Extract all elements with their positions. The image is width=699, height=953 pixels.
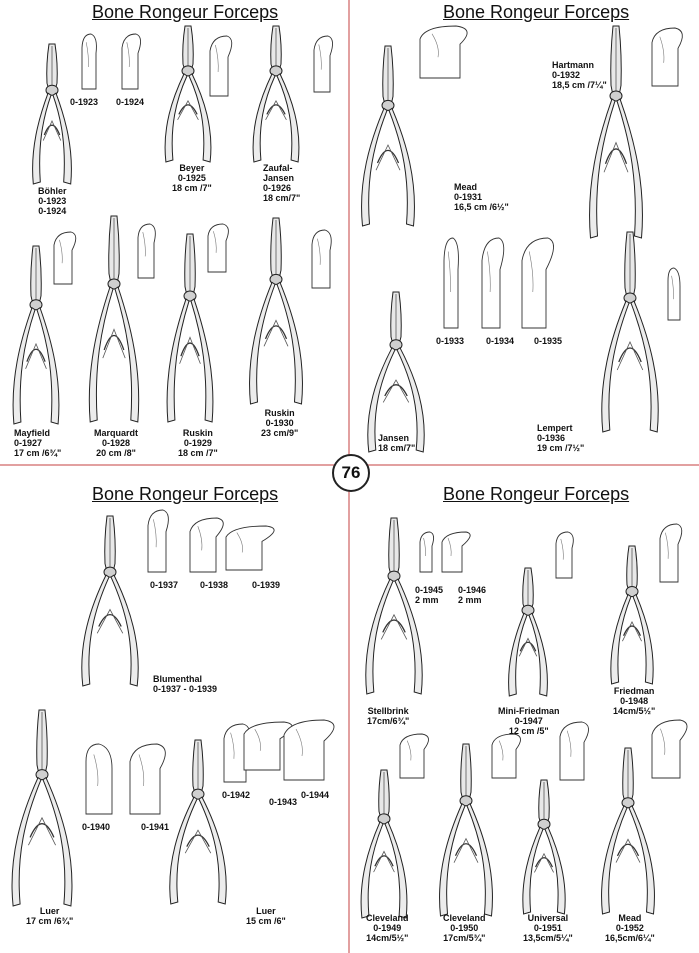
label-0-1941-tip: 0-1941 [141,822,170,832]
label-0-1935-tip: 0-1935 [534,336,563,346]
forceps-lempert [601,231,659,433]
tip-0-1951 [559,721,589,781]
panel-title-bottom-left: Bone Rongeur Forceps [92,484,279,504]
label-0-1924-tip: 0-1924 [116,97,145,107]
tip-0-1939 [225,525,275,571]
tip-0-1938 [189,517,224,573]
forceps-beyer [164,25,212,163]
label-0-1940-tip: 0-1940 [82,822,111,832]
forceps-blumenthal [81,515,139,687]
tip-0-1933 [443,237,459,329]
label-0-1923-tip: 0-1923 [70,97,99,107]
forceps-luer-17 [11,709,73,907]
label-0-1933-tip: 0-1933 [436,336,465,346]
tip-0-1944 [283,719,335,781]
forceps-stellbrink [365,517,423,695]
label-0-1942-tip: 0-1942 [222,790,251,800]
tip-0-1949 [399,733,429,779]
tip-0-1948 [659,523,683,583]
forceps-jansen [367,291,425,453]
panel-title-bottom-right: Bone Rongeur Forceps [443,484,630,504]
tip-0-1927 [53,231,77,285]
tip-0-1934 [481,237,505,329]
tip-0-1937 [147,509,169,573]
tip-0-1926 [313,35,333,93]
forceps-marquardt [88,215,140,423]
forceps-mayfield [12,245,60,425]
page-number-badge: 76 [332,454,370,492]
forceps-mead-1952 [601,747,655,915]
forceps-cleveland-1949 [360,769,408,919]
tip-0-1924 [121,33,141,90]
forceps-luer-15 [169,739,227,905]
forceps-friedman [610,545,654,685]
label-0-1943-tip: 0-1943 [269,797,298,807]
tip-0-1925 [209,35,233,97]
forceps-zaufal-jansen [252,25,300,163]
forceps-mini-friedman [508,567,548,697]
panel-title-top-left: Bone Rongeur Forceps [92,2,279,22]
panel-title-top-right: Bone Rongeur Forceps [443,2,630,22]
tip-0-1928 [137,223,156,279]
tip-0-1947 [555,531,574,579]
forceps-ruskin-1930 [249,217,303,405]
label-0-1944-tip: 0-1944 [301,790,330,800]
tip-0-1945 [419,531,435,573]
tip-0-1946 [441,531,471,573]
label-0-1939-tip: 0-1939 [252,580,281,590]
tip-0-1940 [85,743,113,815]
forceps-ruskin-1929 [166,233,214,423]
label-0-1938-tip: 0-1938 [200,580,229,590]
tip-0-1930 [311,229,332,289]
tip-0-1936 [667,267,681,321]
tip-0-1952 [651,719,688,779]
tip-0-1950 [491,733,521,779]
tip-0-1931 [419,25,468,79]
forceps-cleveland-1950 [439,743,493,917]
tip-0-1932 [651,27,683,87]
tip-0-1923 [81,33,97,90]
tip-0-1935 [521,237,554,329]
forceps-mead-1931 [361,45,415,227]
tip-0-1929 [207,223,229,273]
forceps-universal [522,779,566,915]
tip-0-1941 [129,743,166,815]
label-0-1937-tip: 0-1937 [150,580,179,590]
label-0-1934-tip: 0-1934 [486,336,515,346]
forceps-hartmann [589,25,643,239]
forceps-bohler [32,43,72,185]
